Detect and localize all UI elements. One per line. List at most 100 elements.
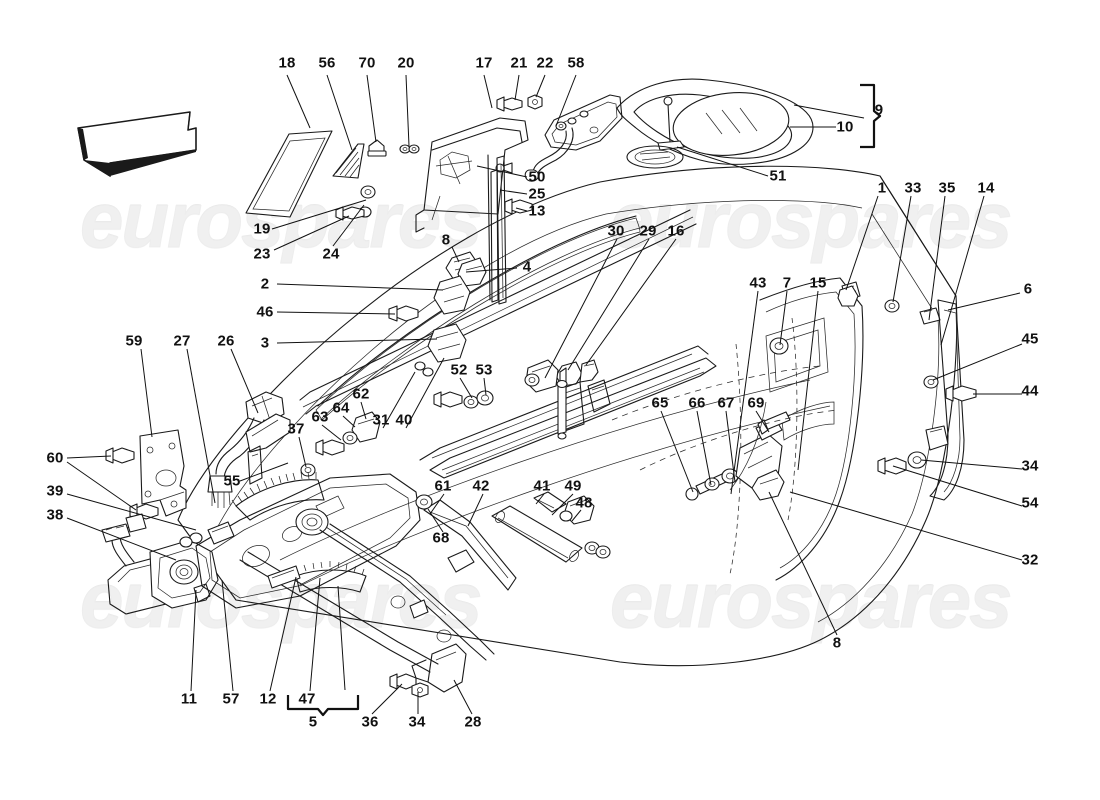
leader-line — [465, 267, 518, 273]
callout-number-10: 10 — [836, 118, 854, 136]
callout-number-43: 43 — [749, 274, 767, 292]
leader-line — [535, 74, 546, 98]
leader-line — [276, 283, 444, 291]
callout-number-36: 36 — [361, 713, 379, 731]
bracket-9 — [860, 83, 882, 149]
part-fasteners-19-23-24 — [335, 185, 376, 221]
callout-number-27: 27 — [173, 332, 191, 350]
leader-line — [768, 491, 838, 636]
leader-line — [585, 238, 677, 366]
hidden-line-indicators — [611, 365, 839, 471]
leader-line — [451, 246, 460, 263]
callout-number-54: 54 — [1021, 494, 1039, 512]
leader-line — [730, 290, 759, 495]
leader-line — [779, 290, 788, 346]
callout-number-63: 63 — [311, 408, 329, 426]
callout-number-2: 2 — [260, 275, 270, 293]
leader-line — [366, 74, 377, 143]
callout-number-31: 31 — [372, 411, 390, 429]
callout-number-57: 57 — [222, 690, 240, 708]
leader-line — [453, 679, 473, 715]
callout-number-12: 12 — [259, 690, 277, 708]
callout-number-25: 25 — [528, 185, 546, 203]
callout-number-17: 17 — [475, 54, 493, 72]
leader-line — [405, 357, 445, 429]
leader-line — [483, 377, 487, 396]
part-center-bracket-40 — [524, 359, 611, 440]
leader-line — [920, 459, 1023, 470]
callout-number-3: 3 — [260, 334, 270, 352]
callout-number-22: 22 — [536, 54, 554, 72]
leader-line — [382, 371, 416, 429]
part-fasteners-43-7-15 — [729, 337, 789, 491]
leader-line — [342, 415, 356, 428]
callout-number-45: 45 — [1021, 330, 1039, 348]
leader-line — [190, 589, 197, 692]
callout-number-50: 50 — [528, 168, 546, 186]
part-clip-70 — [367, 139, 387, 157]
callout-brackets — [286, 83, 882, 717]
callout-number-60: 60 — [46, 449, 64, 467]
callout-number-11: 11 — [180, 690, 198, 708]
callout-number-44: 44 — [1021, 382, 1039, 400]
part-seal-56 — [332, 143, 365, 179]
callout-number-21: 21 — [510, 54, 528, 72]
callout-number-53: 53 — [475, 361, 493, 379]
part-window-frame-17 — [415, 117, 529, 233]
leader-line — [535, 493, 545, 505]
callout-number-59: 59 — [125, 332, 143, 350]
bracket-5 — [286, 695, 360, 717]
callout-number-29: 29 — [639, 222, 657, 240]
callout-number-61: 61 — [434, 477, 452, 495]
leader-line — [793, 104, 865, 119]
callout-number-8: 8 — [832, 634, 842, 652]
leader-line — [271, 199, 367, 230]
leader-line — [405, 74, 410, 147]
leader-line — [725, 410, 736, 483]
leader-line — [427, 508, 444, 533]
callout-number-23: 23 — [253, 245, 271, 263]
callout-number-26: 26 — [217, 332, 235, 350]
leader-line — [555, 74, 577, 127]
callout-number-64: 64 — [332, 399, 350, 417]
part-door-assembly-1 — [177, 165, 958, 667]
part-latch-harness-26-27-55 — [207, 391, 291, 508]
part-washers-52-53 — [433, 390, 494, 409]
leader-line — [239, 462, 289, 482]
callout-number-1: 1 — [877, 179, 887, 197]
leader-line — [892, 195, 912, 303]
leader-line — [845, 195, 879, 291]
callout-number-56: 56 — [318, 54, 336, 72]
leader-line — [892, 465, 1023, 507]
leader-line — [321, 424, 342, 441]
leader-line — [298, 436, 307, 468]
leader-line — [797, 290, 819, 471]
part-screw-13 — [504, 198, 533, 215]
leader-line — [696, 410, 712, 486]
part-door-glass-16 — [315, 217, 641, 421]
callout-number-67: 67 — [717, 394, 735, 412]
callout-number-47: 47 — [298, 690, 316, 708]
callout-number-33: 33 — [904, 179, 922, 197]
leader-line — [789, 491, 1023, 561]
callout-number-34: 34 — [1021, 457, 1039, 475]
callout-number-39: 39 — [46, 482, 64, 500]
callout-number-37: 37 — [287, 420, 305, 438]
callout-number-5: 5 — [308, 713, 318, 731]
part-window-regulator-5 — [179, 471, 495, 693]
leader-line — [571, 509, 582, 522]
leader-line — [66, 455, 112, 459]
leader-line — [186, 348, 216, 504]
callout-number-9: 9 — [874, 101, 884, 119]
callout-number-8: 8 — [441, 231, 451, 249]
callout-number-7: 7 — [782, 274, 792, 292]
leader-line — [483, 74, 493, 109]
leader-line — [360, 401, 367, 420]
callout-number-68: 68 — [432, 529, 450, 547]
leader-line — [755, 410, 770, 433]
callout-number-40: 40 — [395, 411, 413, 429]
leader-line — [332, 204, 365, 247]
leader-line — [140, 348, 153, 438]
part-mirror-base-58 — [495, 94, 623, 182]
